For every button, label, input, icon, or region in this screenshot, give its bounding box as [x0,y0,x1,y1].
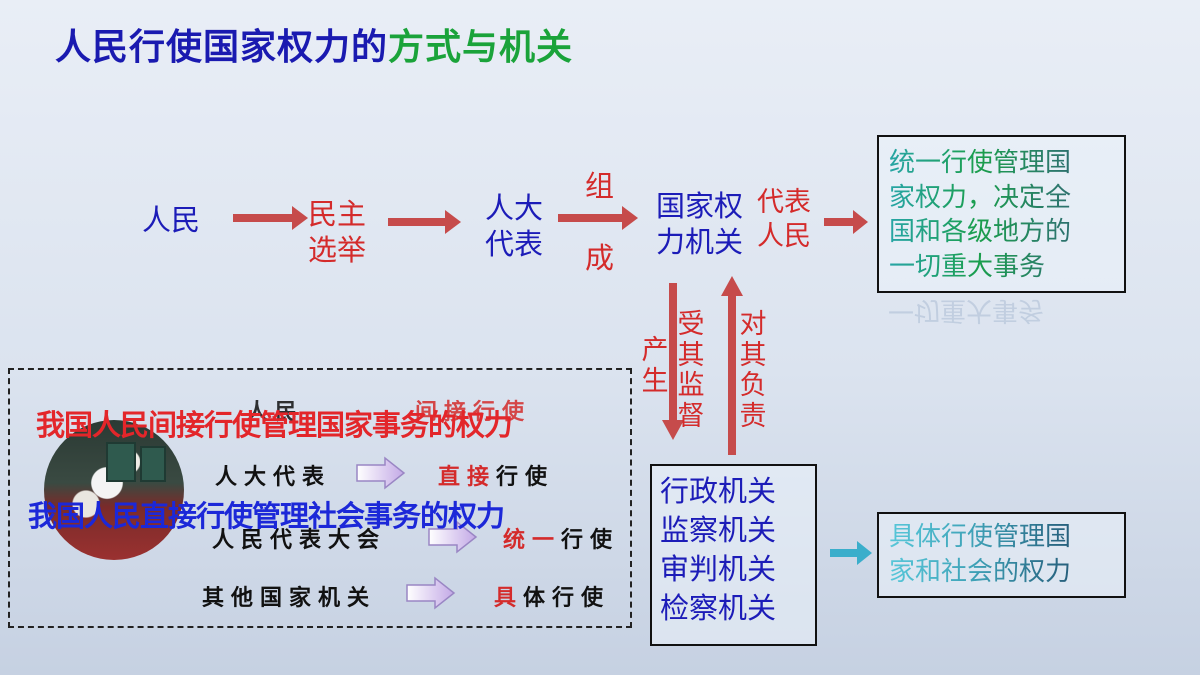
overlay-direct-statement: 我国人民直接行使管理社会事务的权力 [28,499,505,533]
node-state-power-organ: 国家权 力机关 [656,189,744,260]
row-npc-deputies-emphasis: 直接 [438,464,497,490]
row-other-organs-emphasis: 具 [494,585,524,611]
purple-arrow-2 [428,520,478,554]
label-form-bottom: 成 [585,241,615,275]
node-npc-deputies: 人大 代表 [485,191,544,262]
label-produced: 产生 [641,335,669,397]
arrow-box2-to-box3 [830,541,872,565]
purple-arrow-1 [356,456,406,490]
box-specific-power: 具体行使管理国 家和社会的权力 [877,512,1126,598]
arrow-people-to-election [233,206,308,230]
arrow-responsible-up [721,276,743,455]
label-form-top: 组 [585,169,615,203]
box-other-organs-text: 行政机关 监察机关 审判机关 检察机关 [660,474,777,626]
row-npc-deputies-rest: 行使 [496,464,555,490]
node-people: 人民 [142,203,201,237]
row-other-organs-rest: 体行使 [523,585,611,611]
palace-photo [44,420,184,560]
arrow-deputies-to-organ [558,206,638,230]
row-peoples-congress: 人民代表大会 [212,527,387,553]
arrow-produce-down [662,283,684,440]
overlay-indirect-statement: 我国人民间接行使管理国家事务的权力 [36,408,513,442]
faint-row-right: 间接行使 [415,399,532,425]
box-unified-power: 统一行使管理国 家权力，决定全 国和各级地方的 一切重大事务 [877,135,1126,293]
arrow-organ-to-box1 [824,210,868,234]
label-represent-people: 代表 人民 [757,187,811,252]
box-unified-power-reflection: 一切重大事务 [888,294,1045,325]
purple-arrow-3 [406,576,456,610]
page-title: 人民行使国家权力的方式与机关 [55,18,573,70]
label-supervised: 受其监督 [677,309,705,432]
arrow-election-to-deputies [388,210,461,234]
title-part-2: 方式与机关 [388,27,574,68]
label-responsible: 对其负责 [739,309,767,432]
box-unified-power-text: 统一行使管理国 家权力，决定全 国和各级地方的 一切重大事务 [889,146,1124,284]
row-peoples-congress-emphasis: 统一 [503,527,562,553]
dashed-panel [8,368,632,628]
faint-row-left: 人民 [246,399,305,425]
box-specific-power-text: 具体行使管理国 家和社会的权力 [889,520,1124,590]
title-part-1: 人民行使国家权力的 [55,27,389,68]
row-peoples-congress-rest: 行使 [561,527,620,553]
node-democratic-election: 民主 选举 [308,197,367,268]
row-other-organs: 其他国家机关 [202,585,377,611]
row-npc-deputies: 人大代表 [215,464,332,490]
box-other-organs: 行政机关 监察机关 审判机关 检察机关 [650,464,817,646]
